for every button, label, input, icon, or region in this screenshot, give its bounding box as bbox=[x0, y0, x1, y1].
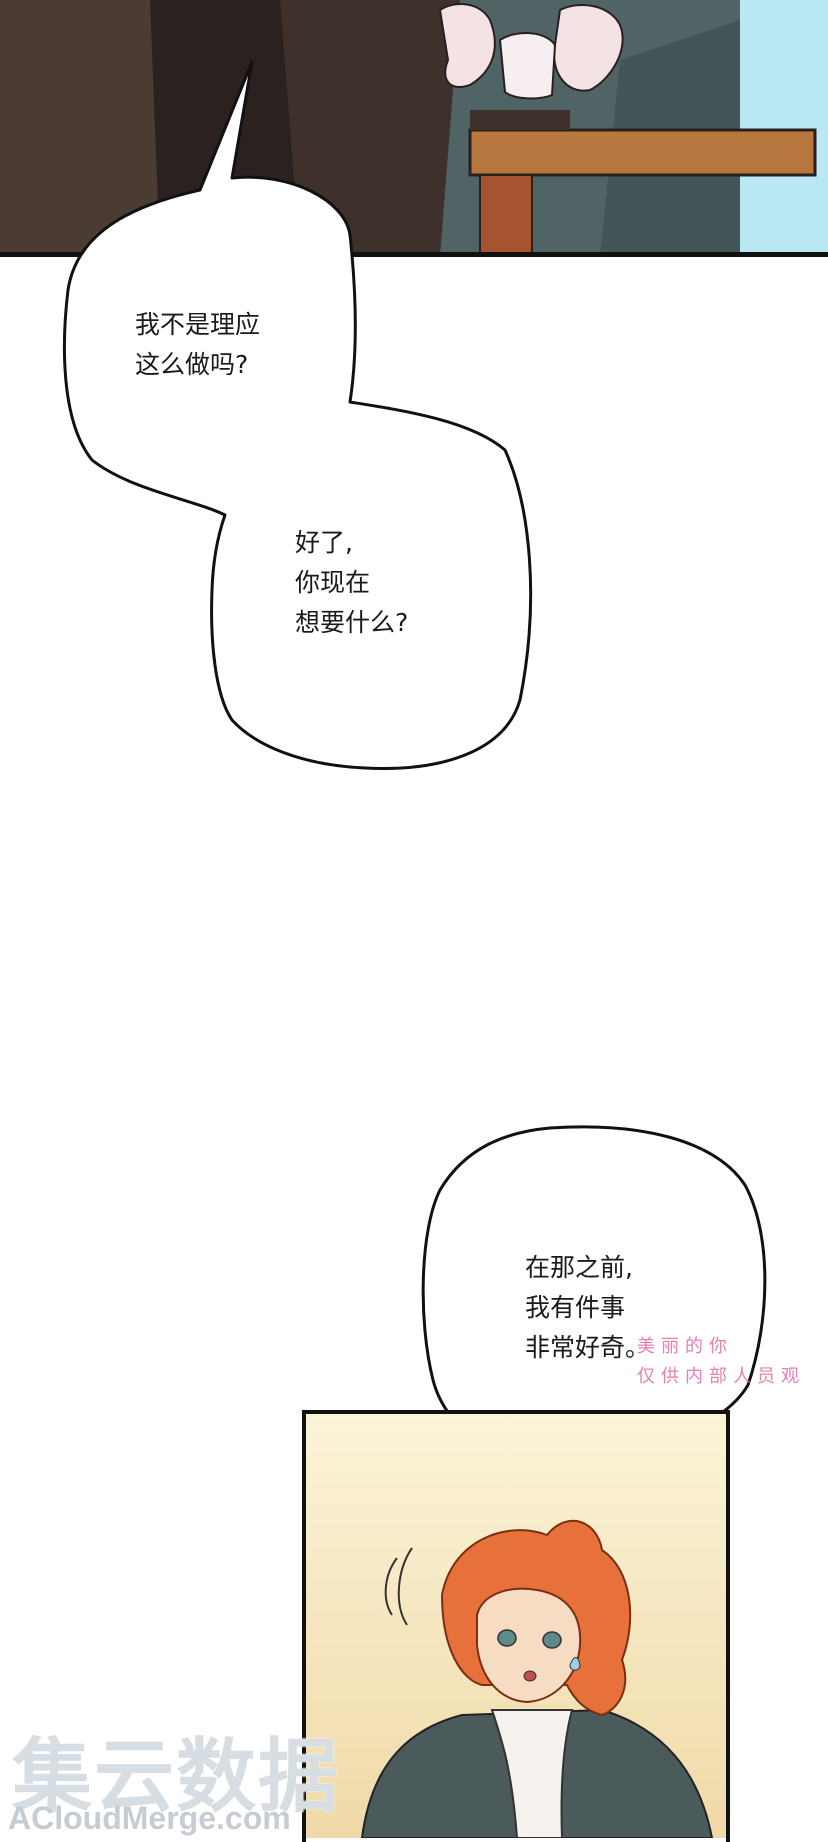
speech-bubble-upper bbox=[62, 60, 533, 770]
bubble-first-text: 我不是理应 这么做吗? bbox=[135, 305, 260, 385]
bubble-third-line-2: 我有件事 bbox=[525, 1293, 626, 1322]
watermark-line-2: 仅供内部人员观 bbox=[637, 1366, 805, 1387]
panel-bottom-border bbox=[0, 252, 828, 257]
site-logo-cn: 集云数据 bbox=[12, 1732, 340, 1821]
site-logo-en: ACloudMerge.com bbox=[8, 1800, 291, 1836]
top-panel bbox=[0, 0, 828, 257]
bubble-third-text: 在那之前, 我有件事 非常好奇。 bbox=[525, 1248, 650, 1368]
bubble-third-line-1: 在那之前, bbox=[525, 1253, 633, 1282]
lower-panel bbox=[302, 1410, 730, 1842]
top-panel-art bbox=[0, 0, 828, 256]
bubble-first-line-1: 我不是理应 bbox=[135, 310, 261, 339]
bubble-first-line-2: 这么做吗? bbox=[135, 350, 249, 379]
lower-panel-art bbox=[304, 1412, 728, 1838]
bubble-second-line-3: 想要什么? bbox=[295, 608, 409, 637]
bubble-second-line-1: 好了, bbox=[295, 528, 353, 557]
bubble-third-line-3: 非常好奇。 bbox=[525, 1333, 651, 1362]
lower-panel-frame bbox=[302, 1410, 730, 1842]
watermark-line-1: 美丽的你 bbox=[637, 1336, 733, 1357]
bubble-second-line-2: 你现在 bbox=[295, 568, 371, 597]
bubble-second-text: 好了, 你现在 想要什么? bbox=[295, 523, 408, 643]
